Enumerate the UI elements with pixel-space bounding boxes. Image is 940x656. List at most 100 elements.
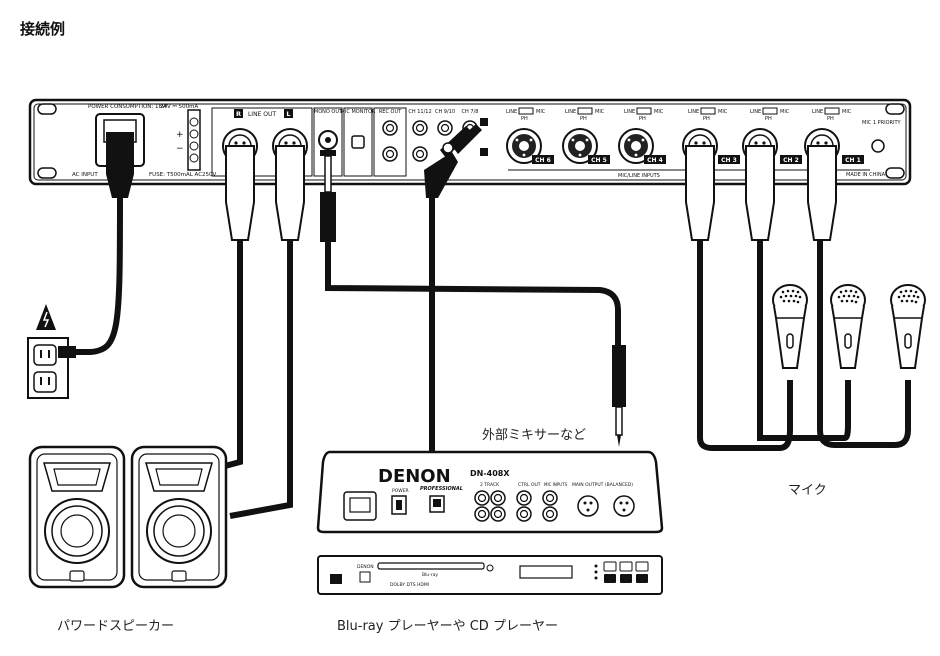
player-caption: Blu-ray プレーヤーや CD プレーヤー [337, 619, 558, 634]
svg-text:MIC: MIC [842, 109, 852, 115]
fuse-label: FUSE: T500mAL AC250V [149, 172, 217, 178]
svg-text:L: L [286, 110, 290, 118]
powered-speaker-right [130, 445, 228, 589]
mic1-priority-label: MIC 1 PRIORITY [862, 120, 902, 126]
ch5-label: CH 5 [591, 157, 607, 164]
ch3-plug [685, 145, 715, 241]
svg-text:MIC: MIC [718, 109, 728, 115]
svg-text:DOLBY DTS HDMI: DOLBY DTS HDMI [390, 582, 429, 588]
disc-tray [377, 562, 485, 570]
svg-text:POWER: POWER [392, 488, 409, 494]
ch2-plug [745, 145, 775, 241]
rec-out-l-jack [382, 120, 398, 136]
bluray-cd-player: DENON Blu-ray DOLBY DTS HDMI [317, 555, 663, 595]
speakers-caption: パワードスピーカー [57, 619, 175, 634]
ac-input-label: AC INPUT [72, 172, 98, 178]
svg-text:LINE: LINE [506, 109, 517, 115]
svg-text:MIC INPUTS: MIC INPUTS [544, 482, 568, 487]
microphone-1 [772, 284, 808, 369]
svg-text:PH: PH [765, 116, 772, 122]
rack-ear-hole [37, 167, 57, 179]
svg-text:Blu-ray: Blu-ray [422, 572, 438, 578]
ch1-plug [807, 145, 837, 241]
rec-out-label: REC OUT [379, 109, 402, 115]
line-out-label: LINE OUT [248, 111, 276, 118]
microphone-2 [830, 284, 866, 369]
svg-text:MIC: MIC [595, 109, 605, 115]
ch2-switch: LINE MIC PH [750, 107, 790, 122]
line-out-r-plug [225, 145, 255, 241]
mixer-brand: DENON [378, 466, 451, 487]
ch6-label: CH 6 [535, 157, 551, 164]
ch9-10-label: CH 9/10 [435, 109, 455, 115]
svg-text:R: R [236, 110, 241, 118]
player-power-button [330, 574, 342, 584]
main-out-xlr-r [577, 495, 599, 517]
power-cable [70, 189, 123, 355]
microphones-caption: マイク [788, 483, 827, 498]
svg-text:LINE: LINE [812, 109, 823, 115]
svg-text:PH: PH [827, 116, 834, 122]
rca-plugs [424, 124, 482, 198]
rack-ear-hole [37, 103, 57, 115]
mixer-plug [612, 345, 626, 407]
ch7-8-label: CH 7/8 [462, 109, 479, 115]
svg-text:MIC: MIC [536, 109, 546, 115]
mic-monitor-switch [351, 135, 365, 149]
svg-text:DENON: DENON [357, 564, 374, 570]
mono-out-plug [320, 192, 336, 242]
rec-out-r-jack [382, 146, 398, 162]
page-title: 接続例 [20, 20, 66, 38]
external-mixer: POWER DENON PROFESSIONAL DN-408X 2 TRACK… [316, 450, 664, 534]
player-transport-buttons [603, 561, 649, 583]
warning-icon [36, 304, 56, 330]
line-out-cable-l [229, 240, 293, 519]
mic-cable-1 [817, 230, 911, 448]
svg-text:LINE: LINE [750, 109, 761, 115]
ch1-label: CH 1 [845, 157, 861, 164]
line-out-cable-r [224, 240, 243, 469]
rack-ear-hole [885, 167, 905, 179]
line-out-l-badge [284, 109, 293, 118]
svg-text:+: + [176, 130, 184, 140]
external-mixer-caption: 外部ミキサーなど [482, 428, 587, 443]
player-display [519, 565, 573, 579]
mic1-priority-knob [871, 139, 885, 153]
line-out-r-badge [234, 109, 243, 118]
mono-out-cable [325, 240, 621, 345]
mic-cable-3 [697, 230, 793, 451]
svg-text:2 TRACK: 2 TRACK [480, 482, 500, 488]
svg-text:LINE: LINE [688, 109, 699, 115]
ch2-label: CH 2 [783, 157, 799, 164]
made-in-label: MADE IN CHINA [846, 172, 886, 178]
svg-text:MAIN OUTPUT (BALANCED): MAIN OUTPUT (BALANCED) [572, 482, 633, 488]
ch3-label: CH 3 [721, 157, 737, 164]
wall-outlet [27, 304, 76, 399]
rack-ear-hole [885, 103, 905, 115]
svg-text:LINE: LINE [624, 109, 635, 115]
mono-out-label: MONO OUT [314, 109, 343, 115]
svg-text:−: − [176, 144, 184, 154]
microphone-3 [890, 284, 926, 369]
power-consumption-label: POWER CONSUMPTION: 18W [88, 104, 168, 110]
mic-cable-2 [757, 230, 851, 441]
svg-text:MIC: MIC [654, 109, 664, 115]
mono-out-plug-collar [320, 150, 336, 156]
line-out-l-plug [275, 145, 305, 241]
svg-text:MIC: MIC [780, 109, 790, 115]
svg-text:LINE: LINE [565, 109, 576, 115]
mixer-model: DN-408X [470, 469, 510, 478]
power-plug [106, 132, 134, 198]
svg-text:PROFESSIONAL: PROFESSIONAL [420, 486, 463, 492]
powered-speaker-left [28, 445, 126, 589]
ch1-switch: LINE MIC PH [812, 107, 852, 122]
svg-text:CTRL OUT: CTRL OUT [518, 482, 541, 488]
dc-out-label: 24V ⎓ 500mA [160, 104, 199, 110]
ch4-label: CH 4 [647, 157, 663, 164]
ch11-12-label: CH 11/12 [408, 109, 431, 115]
